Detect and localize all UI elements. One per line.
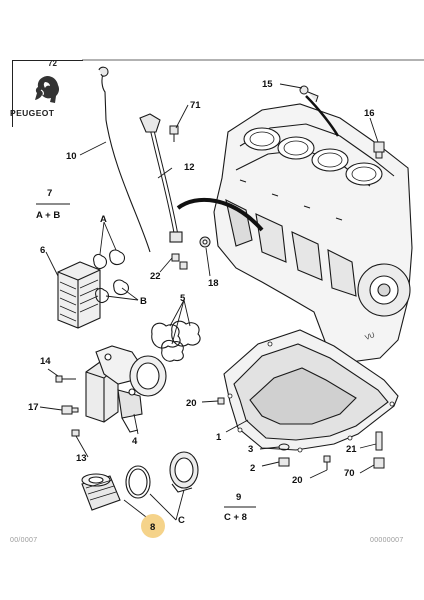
drain-plug-2 [278, 457, 290, 467]
plug-13 [71, 429, 80, 437]
bolt-20b [323, 455, 331, 470]
oil-hose [176, 197, 264, 232]
callout-20-left: 20 [186, 398, 197, 409]
callout-7: 7 [47, 188, 52, 199]
callout-17: 17 [28, 402, 39, 413]
callout-1: 1 [216, 432, 222, 443]
callout-a: A [100, 214, 107, 225]
callout-16: 16 [364, 108, 375, 119]
callout-5: 5 [180, 293, 186, 304]
dipstick [98, 66, 151, 253]
bolt-70 [373, 457, 385, 469]
callout-22: 22 [150, 271, 161, 282]
oil-pan [223, 329, 399, 453]
callout-2: 2 [250, 463, 255, 474]
bolt-22 [171, 253, 188, 270]
callout-70: 70 [344, 468, 355, 479]
engine-block: VU [213, 103, 413, 363]
callout-18: 18 [208, 278, 219, 289]
callout-21: 21 [346, 444, 357, 455]
callout-15: 15 [262, 79, 273, 90]
callout-10: 10 [66, 151, 77, 162]
oil-cooler [57, 261, 101, 329]
callout-9: 9 [236, 492, 241, 503]
sensor-17 [61, 405, 79, 415]
stud-21 [375, 431, 383, 451]
peugeot-lion-logo [35, 76, 60, 103]
cylinder-bores [243, 127, 383, 186]
callout-8: 8 [150, 522, 155, 533]
formula-7: A + B [36, 210, 60, 221]
callout-3: 3 [248, 444, 253, 455]
callout-c: C [178, 515, 185, 526]
footer-left-code: 00/0007 [10, 537, 38, 544]
bolt-14 [55, 375, 76, 383]
brand-name: PEUGEOT [10, 108, 55, 118]
corner-code: 72 [48, 59, 57, 68]
bolt-18 [199, 236, 211, 248]
callout-6: 6 [40, 245, 45, 256]
oil-filter-element [81, 473, 121, 511]
bolt-20a [217, 397, 225, 405]
seals-a [93, 249, 126, 270]
callout-20-bottom: 20 [292, 475, 303, 486]
sensor-15-wire [305, 95, 340, 137]
callout-71: 71 [190, 100, 201, 111]
callout-13: 13 [76, 453, 87, 464]
callout-b: B [140, 296, 147, 307]
formula-9: C + 8 [224, 512, 247, 523]
plug-16 [373, 141, 385, 159]
svg-text:VU: VU [364, 332, 376, 342]
leader-lines [39, 83, 379, 521]
callout-12: 12 [184, 162, 195, 173]
callout-14: 14 [40, 356, 51, 367]
highlight-part-8 [141, 514, 165, 538]
dipstick-tube [139, 113, 183, 243]
filter-cap [169, 451, 199, 493]
footer-right-code: 00000007 [370, 537, 404, 544]
filter-seal [125, 465, 151, 499]
oil-filter-housing [85, 345, 167, 433]
callout-labels: 10 71 12 15 16 7 A + B A 6 B 22 18 5 14 … [28, 79, 375, 533]
bolt-71 [169, 125, 179, 142]
gaskets-5 [151, 320, 201, 362]
callout-4: 4 [132, 436, 138, 447]
